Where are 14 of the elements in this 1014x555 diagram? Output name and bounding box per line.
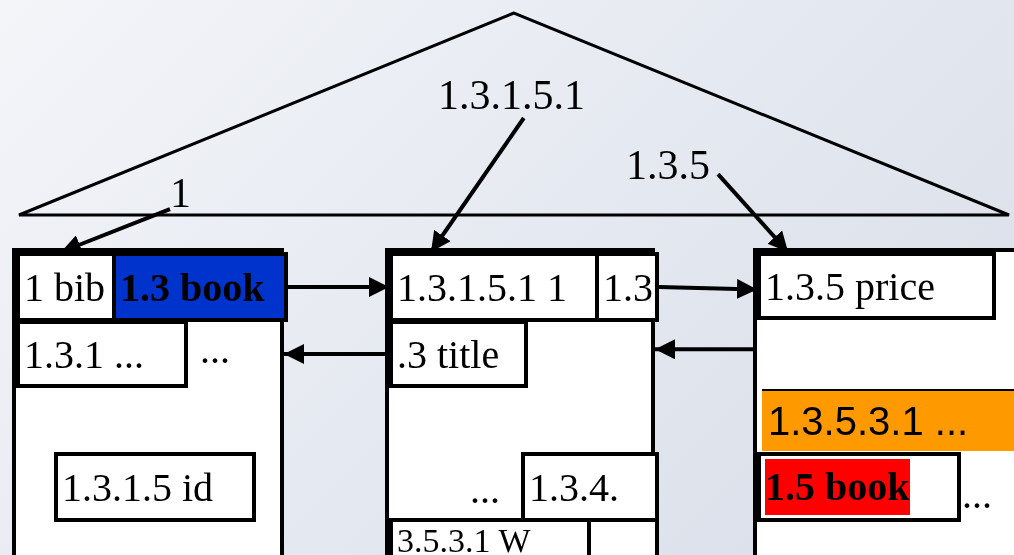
record-cell: .3 title: [389, 320, 528, 388]
record-text: 1.5 book: [765, 459, 910, 515]
record-cell: 1.3.1.5 id: [54, 452, 256, 522]
record-cell: 1.3.1 ...: [16, 320, 188, 388]
key-label: 1.3.1.5.1: [438, 72, 594, 118]
pointer-arrow: [655, 339, 753, 360]
ellipsis-text: ...: [962, 475, 992, 515]
key-label: 1.3.5: [626, 142, 718, 188]
ellipsis-text: ...: [200, 330, 230, 370]
record-cell: 1.3.5 price: [757, 252, 996, 320]
page-box: [753, 248, 1014, 555]
key-label: 1: [170, 170, 196, 216]
record-cell: 1.3.5.3.1 ...: [762, 389, 1014, 451]
ellipsis-text: ...: [470, 470, 500, 510]
